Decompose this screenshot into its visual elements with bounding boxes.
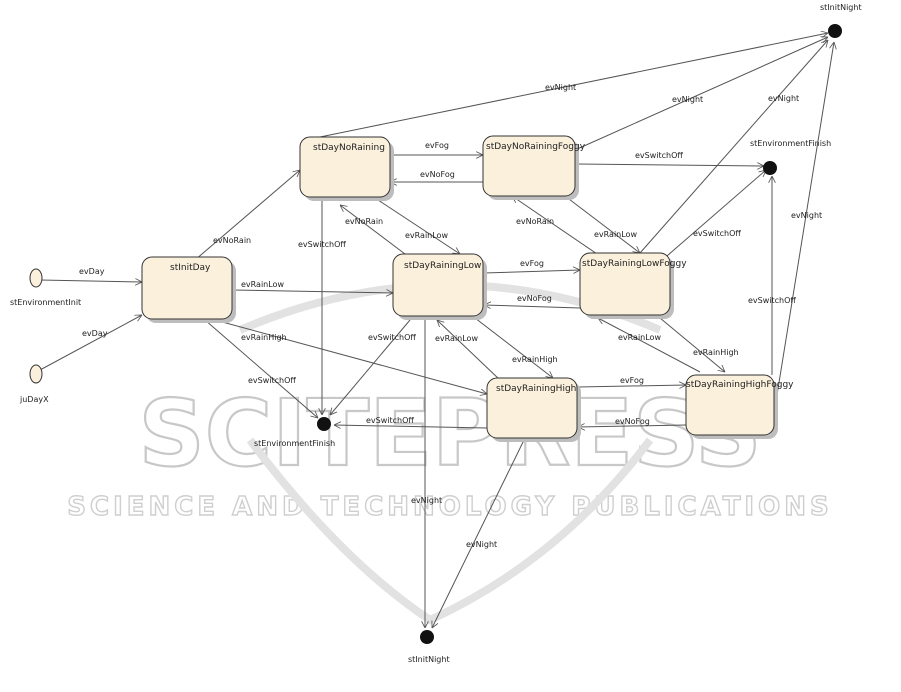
label-evnorain-1: evNoRain	[213, 236, 251, 245]
label-evfog-3: evFog	[620, 376, 644, 385]
edge-evrainlow-rainhigh	[437, 320, 501, 381]
label-evrainlow-1: evRainLow	[241, 280, 284, 289]
edge-evrainlow-norainfoggy	[564, 195, 640, 253]
state-raining-high-foggy[interactable]: stDayRainingHighFoggy	[685, 374, 794, 439]
edge-evday-juday	[39, 315, 142, 371]
watermark: SCITEPRESS SCIENCE AND TECHNOLOGY PUBLIC…	[67, 281, 832, 625]
label-evnight-5: evNight	[411, 496, 442, 505]
label-evnight-6: evNight	[466, 540, 497, 549]
edge-evswitchoff-rainlowfoggy	[659, 170, 766, 263]
label-evnofog-3: evNoFog	[615, 417, 650, 426]
state-init-day-label: stInitDay	[170, 263, 211, 273]
edge-evswitchoff-rainlow	[330, 319, 411, 415]
label-evrainlow-5: evRainLow	[618, 333, 661, 342]
edge-evrainlow-init	[231, 290, 393, 293]
state-raining-high-label: stDayRainingHigh	[496, 384, 576, 394]
edge-evrainhigh-init	[214, 319, 487, 394]
env-finish-right-label: stEnvironmentFinish	[750, 139, 831, 148]
edge-evnight-rainlowfoggy	[639, 40, 828, 254]
label-evswitchoff-5: evSwitchOff	[693, 229, 741, 238]
edge-evrainhigh-rainlowfoggy	[659, 317, 725, 372]
label-evrainlow-4: evRainLow	[435, 334, 478, 343]
label-evswitchoff-6: evSwitchOff	[366, 416, 414, 425]
label-evrainhigh-3: evRainHigh	[693, 348, 739, 357]
edge-evswitchoff-norainfoggy	[576, 164, 764, 166]
juday-label: juDayX	[19, 395, 49, 404]
edge-evrainhigh-rainlow	[474, 317, 553, 378]
label-evswitchoff-2: evSwitchOff	[298, 240, 346, 249]
edge-evrainlow-rainhighfoggy	[598, 317, 701, 373]
label-evswitchoff-1: evSwitchOff	[248, 376, 296, 385]
state-no-raining[interactable]: stDayNoRaining	[299, 136, 394, 201]
label-evnight-2: evNight	[672, 95, 703, 104]
label-evrainlow-3: evRainLow	[594, 230, 637, 239]
edge-evnorain-init	[194, 170, 300, 261]
env-init-label: stEnvironmentInit	[10, 298, 81, 307]
pseudo-states: stEnvironmentInit juDayX stInitNight stE…	[10, 3, 862, 664]
init-night-bottom-node[interactable]	[420, 630, 434, 644]
label-evfog-2: evFog	[520, 259, 544, 268]
edge-evnight-norainfoggy	[574, 37, 828, 151]
label-evswitchoff-7: evSwitchOff	[748, 296, 796, 305]
state-no-raining-foggy[interactable]: stDayNoRainingFoggy	[482, 135, 586, 200]
state-raining-low[interactable]: stDayRainingLow	[392, 253, 487, 320]
edge-evswitchoff-init	[204, 319, 318, 418]
transitions	[39, 33, 834, 628]
state-raining-low-foggy-label: stDayRainingLowFoggy	[582, 259, 687, 269]
label-evnorain-2: evNoRain	[345, 217, 383, 226]
edge-evfog-rainhigh	[577, 385, 686, 387]
state-no-raining-label: stDayNoRaining	[313, 143, 385, 153]
state-raining-low-foggy[interactable]: stDayRainingLowFoggy	[579, 252, 687, 319]
state-raining-low-label: stDayRainingLow	[404, 261, 481, 271]
env-init-node[interactable]	[29, 268, 43, 288]
juday-node[interactable]	[29, 364, 43, 384]
state-raining-high[interactable]: stDayRainingHigh	[486, 377, 581, 442]
state-no-raining-foggy-label: stDayNoRainingFoggy	[486, 142, 586, 152]
edge-evnight-rainhigh	[432, 437, 526, 628]
label-evrainhigh-2: evRainHigh	[512, 355, 558, 364]
states: stInitDay stDayNoRaining stDayNoRainingF…	[141, 135, 794, 442]
label-evswitchoff-4: evSwitchOff	[368, 333, 416, 342]
edge-evnofog-rainlowfoggy	[484, 305, 581, 308]
init-night-top-node[interactable]	[828, 24, 842, 38]
transition-labels: evDay evDay evNoRain evRainLow evRainHig…	[79, 83, 822, 549]
label-evnight-4: evNight	[791, 211, 822, 220]
watermark-sub: SCIENCE AND TECHNOLOGY PUBLICATIONS	[67, 492, 832, 522]
label-evnofog-1: evNoFog	[420, 170, 455, 179]
label-evday-2: evDay	[82, 329, 108, 338]
edge-evrainlow-norain	[374, 197, 460, 254]
label-evnight-3: evNight	[768, 94, 799, 103]
edge-evfog-rainlow	[483, 270, 580, 273]
env-finish-right-node[interactable]	[763, 161, 777, 175]
label-evnofog-2: evNoFog	[517, 294, 552, 303]
watermark-main: SCITEPRESS	[138, 380, 761, 487]
edge-evnorain-rainlow	[340, 205, 406, 255]
edge-evnofog-rainhighfoggy	[578, 425, 687, 427]
label-evrainlow-2: evRainLow	[405, 231, 448, 240]
env-finish-center-node[interactable]	[317, 417, 331, 431]
state-raining-high-foggy-label: stDayRainingHighFoggy	[686, 380, 794, 390]
env-finish-center-label: stEnvironmentFinish	[254, 439, 335, 448]
label-evnorain-3: evNoRain	[516, 217, 554, 226]
edge-evday-init	[39, 280, 142, 282]
label-evfog-1: evFog	[425, 141, 449, 150]
label-evswitchoff-3: evSwitchOff	[635, 151, 683, 160]
edge-evnight-norain	[319, 33, 828, 138]
init-night-top-label: stInitNight	[820, 3, 862, 12]
label-evrainhigh-1: evRainHigh	[241, 333, 287, 342]
state-init-day[interactable]: stInitDay	[141, 256, 236, 323]
label-evnight-1: evNight	[545, 83, 576, 92]
label-evday-1: evDay	[79, 267, 105, 276]
init-night-bottom-label: stInitNight	[408, 655, 450, 664]
edge-evnorain-rainlowfoggy	[512, 196, 601, 257]
edge-evswitchoff-rainhigh	[334, 425, 488, 428]
edge-evnight-rainhighfoggy	[776, 42, 834, 396]
